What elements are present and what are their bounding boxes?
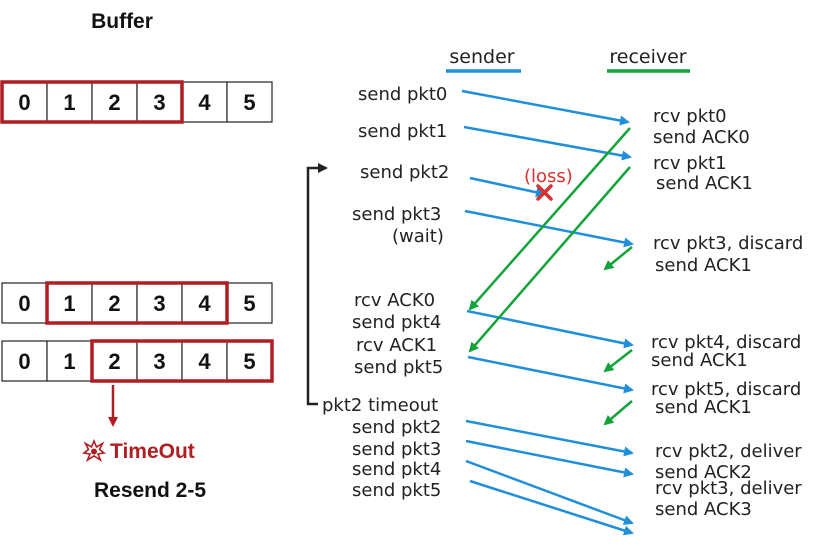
receiver-event: rcv pkt0 xyxy=(653,106,727,127)
receiver-event: send ACK1 xyxy=(651,350,748,371)
pkt3-arrow xyxy=(464,209,634,248)
receiver-event: rcv pkt3, discard xyxy=(653,233,803,254)
buffer-cell xyxy=(181,340,228,382)
buffer-cell xyxy=(46,340,93,382)
buffer-cell xyxy=(181,282,228,324)
sender-event: rcv ACK0 xyxy=(354,290,435,311)
pkt5-resend-arrow xyxy=(469,479,634,536)
buffer-cell-label: 1 xyxy=(63,90,75,115)
buffer-cell xyxy=(226,81,273,123)
ack-arrows xyxy=(468,127,633,426)
sender-event: send pkt4 xyxy=(352,312,441,333)
sender-event: rcv ACK1 xyxy=(356,335,437,356)
resend-label: Resend 2-5 xyxy=(94,479,206,502)
pkt2-lost-arrow xyxy=(469,176,546,198)
loss-label: (loss) xyxy=(524,166,573,187)
buffer-cell-label: 3 xyxy=(153,291,165,316)
sender-event: send pkt3 xyxy=(352,204,441,225)
pkt3-resend-arrow xyxy=(465,439,634,478)
buffer-cell-label: 2 xyxy=(108,349,120,374)
buffer-cell xyxy=(1,282,48,324)
receiver-event: send ACK1 xyxy=(656,173,753,194)
buffer-cell-label: 5 xyxy=(243,90,255,115)
receiver-event: send ACK3 xyxy=(655,499,752,520)
buffer-cell-label: 5 xyxy=(243,291,255,316)
sender-event: (wait) xyxy=(392,226,444,247)
receiver-event: rcv pkt1 xyxy=(653,153,727,174)
ack1-dup-arrow xyxy=(603,246,633,271)
sender-event: send pkt2 xyxy=(352,417,441,438)
buffer-cell xyxy=(91,340,138,382)
sender-event: send pkt4 xyxy=(352,459,441,480)
receiver-event: send ACK2 xyxy=(655,462,752,483)
buffer-cell-label: 1 xyxy=(63,349,75,374)
buffer-cell-label: 0 xyxy=(18,349,30,374)
sender-event: send pkt2 xyxy=(360,162,449,183)
explosion-icon xyxy=(82,438,106,462)
receiver-event: rcv pkt5, discard xyxy=(651,379,801,400)
buffer-cell-label: 4 xyxy=(198,349,211,374)
buffer-row: 0 1 2 3 4 5 xyxy=(0,80,273,124)
buffer-cell-label: 5 xyxy=(243,349,255,374)
loss-x-icon xyxy=(536,184,553,201)
sliding-window-frame xyxy=(45,281,229,325)
receiver-event: rcv pkt4, discard xyxy=(651,332,801,353)
buffer-cell-label: 2 xyxy=(108,90,120,115)
sender-event: send pkt5 xyxy=(354,357,443,378)
receiver-event: send ACK1 xyxy=(655,397,752,418)
pkt4-resend-arrow xyxy=(465,459,634,525)
sender-event: send pkt3 xyxy=(352,439,441,460)
buffer-cell-label: 2 xyxy=(108,291,120,316)
buffer-cell-label: 4 xyxy=(198,90,211,115)
buffer-row: 0 1 2 3 4 5 xyxy=(1,339,274,383)
ack1-arrow xyxy=(468,166,631,353)
ack1-dup-arrow xyxy=(603,400,633,426)
buffer-cell-label: 3 xyxy=(153,349,165,374)
buffer-title: Buffer xyxy=(91,10,153,33)
sender-event: send pkt0 xyxy=(358,84,447,105)
sender-events: send pkt0 send pkt1 send pkt2 send pkt3 … xyxy=(322,84,449,501)
sender-event: send pkt5 xyxy=(352,480,441,501)
timeout-bracket xyxy=(306,163,328,406)
receiver-events: rcv pkt0 send ACK0 rcv pkt1 send ACK1 rc… xyxy=(651,106,803,520)
pkt2-resend-arrow xyxy=(465,419,634,457)
buffer-cell-label: 0 xyxy=(18,291,30,316)
timeout-label: TimeOut xyxy=(110,440,195,463)
buffer-cell xyxy=(91,282,138,324)
receiver-event: rcv pkt2, deliver xyxy=(655,441,802,462)
pkt5-arrow xyxy=(467,355,634,394)
sender-event: send pkt1 xyxy=(358,121,447,142)
receiver-event: rcv pkt3, deliver xyxy=(655,478,802,499)
buffer-cell xyxy=(226,340,273,382)
receiver-event: send ACK1 xyxy=(655,255,752,276)
buffer-cell-label: 1 xyxy=(63,291,75,316)
sender-header: sender xyxy=(449,46,514,68)
buffer-rows: 0 1 2 3 4 5 0 1 2 3 4 5 0 1 2 3 4 5 xyxy=(0,80,274,383)
buffer-cell-label: 4 xyxy=(198,291,211,316)
buffer-cell xyxy=(46,81,93,123)
pkt0-arrow xyxy=(461,89,630,126)
buffer-cell-label: 0 xyxy=(18,90,30,115)
pkt1-arrow xyxy=(463,125,632,161)
buffer-cell xyxy=(181,81,228,123)
buffer-cell-label: 3 xyxy=(153,90,165,115)
ack0-arrow xyxy=(468,127,631,311)
ack1-dup-arrow xyxy=(603,349,633,373)
receiver-event: send ACK0 xyxy=(653,127,750,148)
pkt4-arrow xyxy=(466,309,634,349)
buffer-row: 0 1 2 3 4 5 xyxy=(1,281,273,325)
sender-event: pkt2 timeout xyxy=(322,395,438,416)
receiver-header: receiver xyxy=(609,46,686,68)
sliding-window-frame xyxy=(0,80,184,124)
data-packet-arrows xyxy=(461,89,634,536)
sliding-window-frame xyxy=(90,339,274,383)
